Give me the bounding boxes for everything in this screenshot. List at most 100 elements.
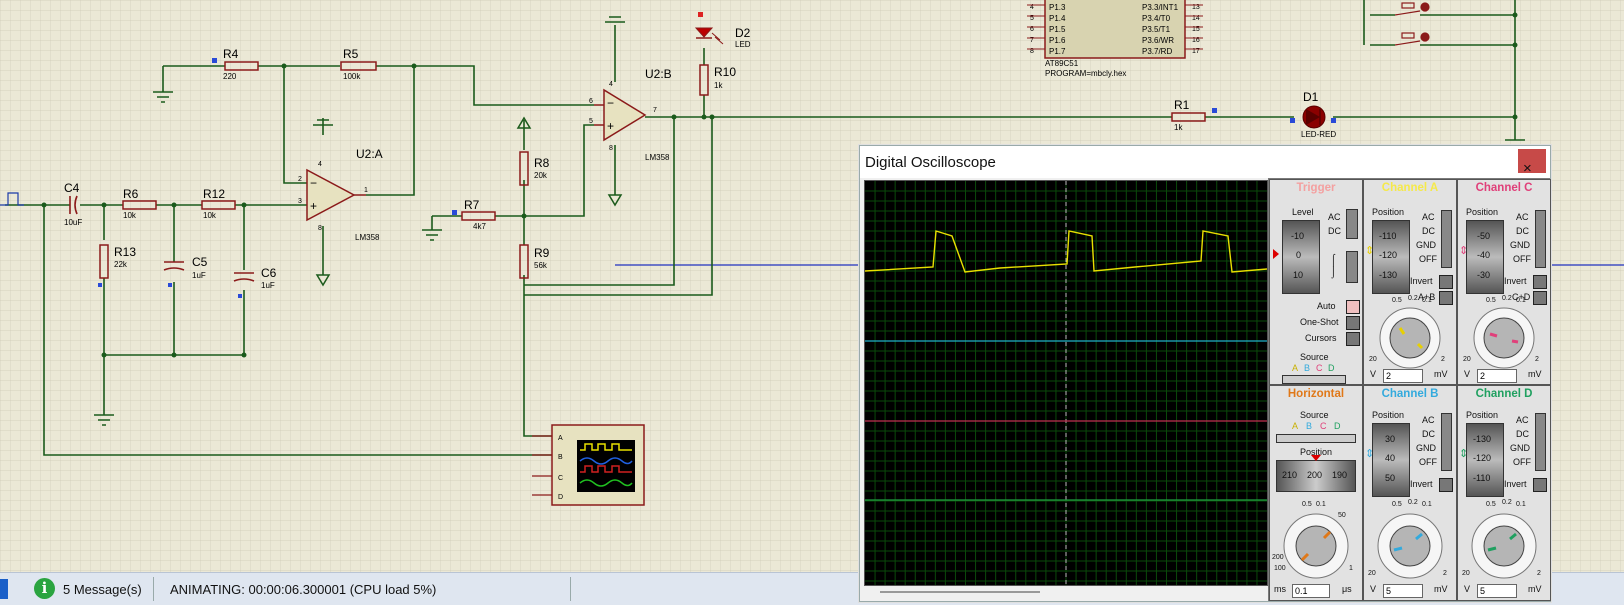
svg-text:R12: R12 (203, 187, 225, 201)
trigger-coupling-switch[interactable] (1346, 209, 1358, 239)
channel-b-volts-dial[interactable] (1366, 504, 1454, 582)
auto-button[interactable] (1346, 300, 1360, 314)
position-tick: -120 (1473, 453, 1492, 463)
svg-text:R4: R4 (223, 47, 239, 61)
opamp-u2a[interactable]: −+ 231 48 U2:A LM358 (298, 147, 383, 242)
channel-b-volts-input[interactable]: 5 (1383, 584, 1423, 598)
horizontal-time-dial[interactable] (1272, 504, 1360, 582)
dial-tick: 0.2 (1408, 499, 1418, 506)
svg-text:10k: 10k (203, 211, 217, 220)
channel-a-volts-dial[interactable] (1366, 298, 1454, 370)
channel-a-add-button[interactable] (1439, 291, 1453, 305)
svg-text:C5: C5 (192, 255, 208, 269)
mcu-at89c51[interactable]: P1.3 P1.4 P1.5 P1.6 P1.7 P3.3/INT1 P3.4/… (1027, 0, 1203, 78)
channel-d-invert-button[interactable] (1533, 478, 1547, 492)
position-tick: -40 (1477, 250, 1491, 260)
svg-text:D2: D2 (735, 26, 751, 40)
oscilloscope-title: Digital Oscilloscope (865, 154, 996, 171)
svg-text:P3.7/RD: P3.7/RD (1142, 47, 1172, 56)
resistor-r12[interactable]: R12 10k (201, 187, 236, 220)
channel-d-volts-input[interactable]: 5 (1477, 584, 1517, 598)
opamp-u2b[interactable]: −+ 657 48 U2:B LM358 (589, 67, 672, 162)
channel-d-coupling-switch[interactable] (1535, 413, 1546, 471)
svg-text:C6: C6 (261, 266, 277, 280)
capacitor-c4[interactable] (69, 195, 78, 215)
channel-d-volts-dial[interactable] (1460, 504, 1548, 582)
messages-button[interactable]: i 5 Message(s) (28, 575, 148, 603)
trigger-source-slider[interactable] (1282, 375, 1346, 384)
trigger-level-slider[interactable]: -10 0 10 (1282, 220, 1320, 294)
channel-b-coupling-switch[interactable] (1441, 413, 1452, 471)
dial-tick: 0.5 (1392, 297, 1402, 304)
svg-text:56k: 56k (534, 261, 548, 270)
position-arrow-icon: ⇕ (1365, 245, 1375, 257)
source-label: Source (1300, 352, 1329, 362)
channel-b-position-slider[interactable]: 30 40 50 (1372, 423, 1410, 497)
horizontal-time-input[interactable]: 0.1 (1292, 584, 1330, 598)
source-b: B (1306, 421, 1313, 431)
channel-c-volts-input[interactable]: 2 (1477, 369, 1517, 383)
channel-c-invert-button[interactable] (1533, 275, 1547, 289)
gnd-label: GND (1510, 443, 1530, 453)
horizontal-source-slider[interactable] (1276, 434, 1356, 443)
channel-a-coupling-switch[interactable] (1441, 210, 1452, 268)
trigger-title: Trigger (1296, 182, 1336, 194)
channel-d-position-slider[interactable]: -130 -120 -110 (1466, 423, 1504, 497)
svg-text:P3.5/T1: P3.5/T1 (1142, 25, 1171, 34)
position-tick: -30 (1477, 270, 1491, 280)
led-d1[interactable]: D1 LED-RED (1301, 90, 1336, 139)
c-plus-d-label: C+D (1512, 292, 1531, 302)
led-d2[interactable]: D2 LED (694, 12, 751, 49)
svg-text:P1.7: P1.7 (1049, 47, 1066, 56)
svg-text:D: D (558, 494, 563, 501)
level-label: Level (1292, 207, 1314, 217)
trigger-edge-switch[interactable] (1346, 251, 1358, 283)
dial-tick: 20 (1368, 570, 1376, 577)
position-label: Position (1466, 207, 1499, 217)
svg-text:5: 5 (1030, 15, 1034, 22)
push-buttons[interactable] (1394, 2, 1430, 46)
dial-tick: 20 (1463, 356, 1471, 363)
horizontal-title: Horizontal (1287, 388, 1345, 400)
channel-a-position-slider[interactable]: -110 -120 -130 (1372, 220, 1410, 294)
svg-text:17: 17 (1192, 48, 1200, 55)
cursors-button[interactable] (1346, 332, 1360, 346)
oscilloscope-titlebar[interactable]: Digital Oscilloscope × (860, 146, 1550, 178)
horizontal-position-slider[interactable]: 210 200 190 (1276, 460, 1356, 492)
wires (5, 0, 1516, 456)
status-left-marker (0, 579, 8, 599)
unit-right: mV (1434, 369, 1448, 379)
channel-b-invert-button[interactable] (1439, 478, 1453, 492)
unit-left: V (1464, 369, 1471, 379)
horizontal-scrollbar[interactable] (880, 591, 1040, 593)
close-button[interactable]: × (1518, 149, 1546, 177)
capacitor-c6[interactable] (233, 272, 255, 282)
channel-c-coupling-switch[interactable] (1535, 210, 1546, 268)
channel-c-volts-dial[interactable] (1460, 298, 1548, 370)
channel-a-invert-button[interactable] (1439, 275, 1453, 289)
trigger-dc: DC (1328, 226, 1341, 236)
position-arrow-icon: ⇕ (1365, 448, 1375, 460)
dial-tick: 0.1 (1422, 297, 1432, 304)
oscilloscope-symbol[interactable]: A B C D (532, 424, 645, 506)
source-d: D (1334, 421, 1341, 431)
capacitor-c5[interactable] (163, 261, 185, 271)
unit-left: V (1370, 584, 1377, 594)
pulse-generator[interactable] (0, 192, 24, 206)
one-shot-button[interactable] (1346, 316, 1360, 330)
channel-c-position-slider[interactable]: -50 -40 -30 (1466, 220, 1504, 294)
channel-a-volts-input[interactable]: 2 (1383, 369, 1423, 383)
off-label: OFF (1513, 254, 1531, 264)
channel-c-add-button[interactable] (1533, 291, 1547, 305)
dial-tick: 20 (1462, 570, 1470, 577)
oscilloscope-window[interactable]: Digital Oscilloscope × Trigger Level -10… (859, 145, 1551, 602)
